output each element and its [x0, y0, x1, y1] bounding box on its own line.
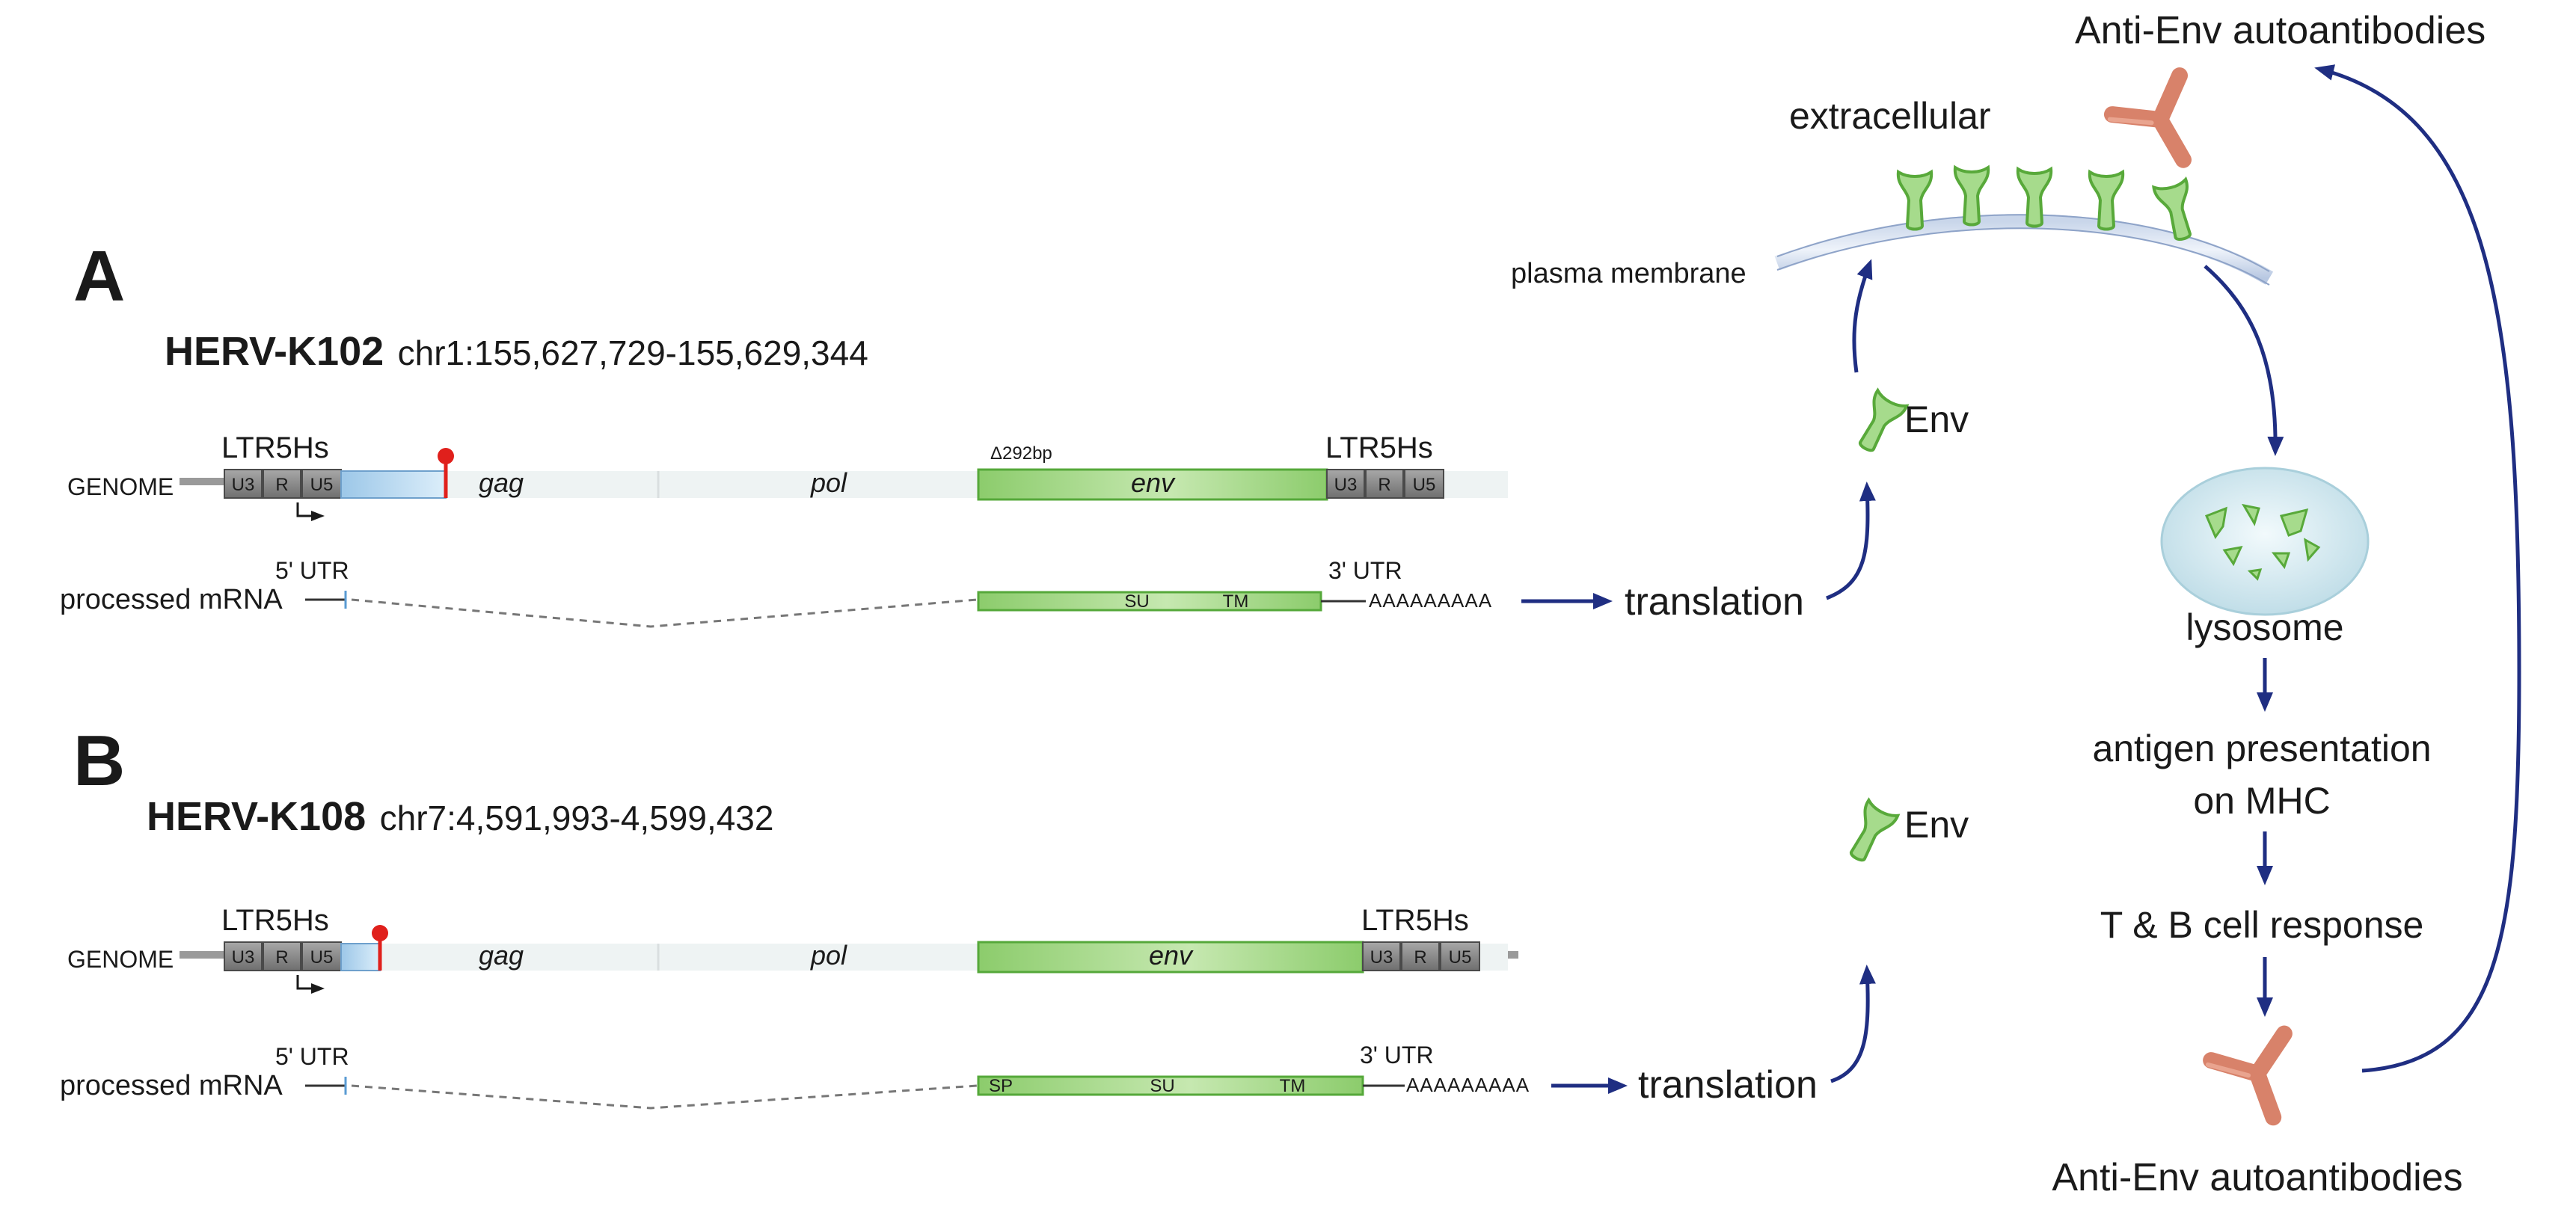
ltr-u5-label-b: U5 [310, 947, 334, 968]
env-label: env [1131, 467, 1176, 498]
plasma-membrane-label: plasma membrane [1511, 258, 1747, 289]
gag-label: gag [479, 467, 524, 498]
antibody-bottom-icon [2207, 1034, 2310, 1133]
ltr-u3-label-right-b: U3 [1370, 947, 1393, 968]
tb-response-label: T & B cell response [2100, 904, 2424, 946]
antibody-top-icon [2109, 76, 2217, 182]
panel-b-coords: chr7:4,591,993-4,599,432 [380, 799, 774, 837]
panel-b-utr3: 3' UTR [1360, 1042, 1434, 1068]
panel-a-letter: A [73, 236, 125, 316]
ltr-r-label: R [275, 475, 288, 495]
ltr-u3-label-right: U3 [1334, 475, 1358, 495]
ltr-r-label-right-b: R [1414, 947, 1426, 968]
panel-b-genome-track: U3 R U5 gag pol env U3 R U5 [180, 925, 1518, 994]
panel-a-gene-name: HERV-K102 [165, 329, 384, 374]
feedback-loop-arrow [2314, 64, 2521, 1073]
intron-dashed-b [351, 1084, 978, 1110]
arrow-env-to-membrane [1852, 259, 1873, 373]
panel-b-utr5: 5' UTR [275, 1043, 349, 1070]
translation-a: translation [1625, 580, 1804, 624]
ltr-u3-box-right [1326, 469, 1365, 499]
ltr-u5-box-right-b [1440, 941, 1480, 971]
arrow-translation-to-env-a [1826, 482, 1876, 600]
env-protein-b-icon [1841, 800, 1898, 866]
antigen-presentation-line2: on MHC [2193, 780, 2330, 822]
ltr-u3-box [224, 469, 263, 499]
membrane-inner-edge [1776, 227, 2270, 286]
mrna-su-label: SU [1124, 591, 1149, 612]
leader-region [340, 470, 447, 499]
tss-arrow-icon-b [296, 975, 325, 994]
ltr-u3-box-b [224, 941, 263, 971]
translation-b: translation [1638, 1063, 1818, 1107]
panel-a-utr3: 3' UTR [1328, 557, 1402, 584]
panel-a-utr5: 5' UTR [275, 557, 349, 584]
panel-b-mrna-label: processed mRNA [60, 1070, 283, 1101]
anti-env-top-label: Anti-Env autoantibodies [2075, 9, 2485, 52]
extracellular-label: extracellular [1789, 95, 1991, 137]
panel-a-title: HERV-K102 chr1:155,627,729-155,629,344 [165, 329, 868, 374]
anti-env-bottom-label: Anti-Env autoantibodies [2052, 1156, 2462, 1199]
panel-a-ltr-left-title: LTR5Hs [221, 431, 329, 464]
deletion-label: Δ292bp [990, 443, 1052, 464]
panel-b-ltr-left-title: LTR5Hs [221, 904, 329, 937]
ltr-r-box-right [1365, 469, 1404, 499]
panel-b-gene-name: HERV-K108 [147, 794, 366, 839]
ltr-r-box [263, 469, 301, 499]
panel-b-letter: B [73, 721, 125, 801]
ltr-u5-label-right: U5 [1413, 475, 1436, 495]
panel-b-polya: AAAAAAAAA [1406, 1074, 1530, 1096]
mrna-su-label-b: SU [1150, 1076, 1174, 1096]
stop-codon-icon-b [372, 925, 388, 941]
panel-b-genome-label: GENOME [67, 946, 174, 973]
panel-b-ltr-right-title: LTR5Hs [1361, 904, 1469, 937]
ltr-r-label-b: R [275, 947, 288, 968]
panel-a-genome-track: U3 R U5 gag pol env Δ292bp U3 R U5 [180, 443, 1508, 521]
degraded-env-fragments [2205, 503, 2321, 581]
ltr-u5-box-right [1404, 469, 1444, 499]
tss-arrow-icon [296, 502, 325, 521]
lysosome-label: lysosome [2186, 606, 2343, 648]
mrna-sp-label-b: SP [989, 1076, 1013, 1096]
plasma-membrane [1774, 214, 2274, 285]
ltr-u5-label-right-b: U5 [1449, 947, 1472, 968]
intron-dashed [351, 598, 978, 628]
env-b-label: Env [1904, 804, 1969, 846]
env-gene-box-b [977, 941, 1364, 974]
panel-a-polya: AAAAAAAAA [1369, 589, 1492, 612]
ltr-u5-label: U5 [310, 475, 334, 495]
leader-region-b [340, 943, 381, 971]
ltr-r-label-right: R [1378, 475, 1390, 495]
arrow-translation-to-env-b [1830, 965, 1876, 1083]
panel-a-mrna-label: processed mRNA [60, 584, 283, 615]
pol-label: pol [810, 467, 847, 498]
env-protein-a-icon [1850, 390, 1907, 456]
panel-a-ltr-right-title: LTR5Hs [1325, 431, 1433, 464]
ltr-u3-label-b: U3 [232, 947, 255, 968]
mrna-tm-label: TM [1223, 591, 1249, 612]
pol-label-b: pol [810, 940, 847, 971]
stop-codon-icon [438, 448, 454, 464]
ltr-r-box-right-b [1401, 941, 1440, 971]
panel-b-title: HERV-K108 chr7:4,591,993-4,599,432 [147, 794, 773, 839]
antigen-presentation-line1: antigen presentation [2092, 728, 2431, 769]
ltr-r-box-b [263, 941, 301, 971]
env-label-b: env [1149, 940, 1194, 971]
mrna-env-box [977, 591, 1322, 612]
ltr-u3-label: U3 [232, 475, 255, 495]
env-a-label: Env [1904, 399, 1969, 440]
mrna-env-box-b [977, 1075, 1364, 1096]
mrna-tm-label-b: TM [1280, 1076, 1306, 1096]
lysosome-icon [2160, 467, 2370, 616]
panel-a-genome-label: GENOME [67, 473, 174, 500]
panel-a-coords: chr1:155,627,729-155,629,344 [398, 333, 868, 372]
arrow-membrane-to-lysosome [2204, 265, 2284, 456]
ltr-u3-box-right-b [1362, 941, 1401, 971]
gag-label-b: gag [479, 940, 524, 971]
